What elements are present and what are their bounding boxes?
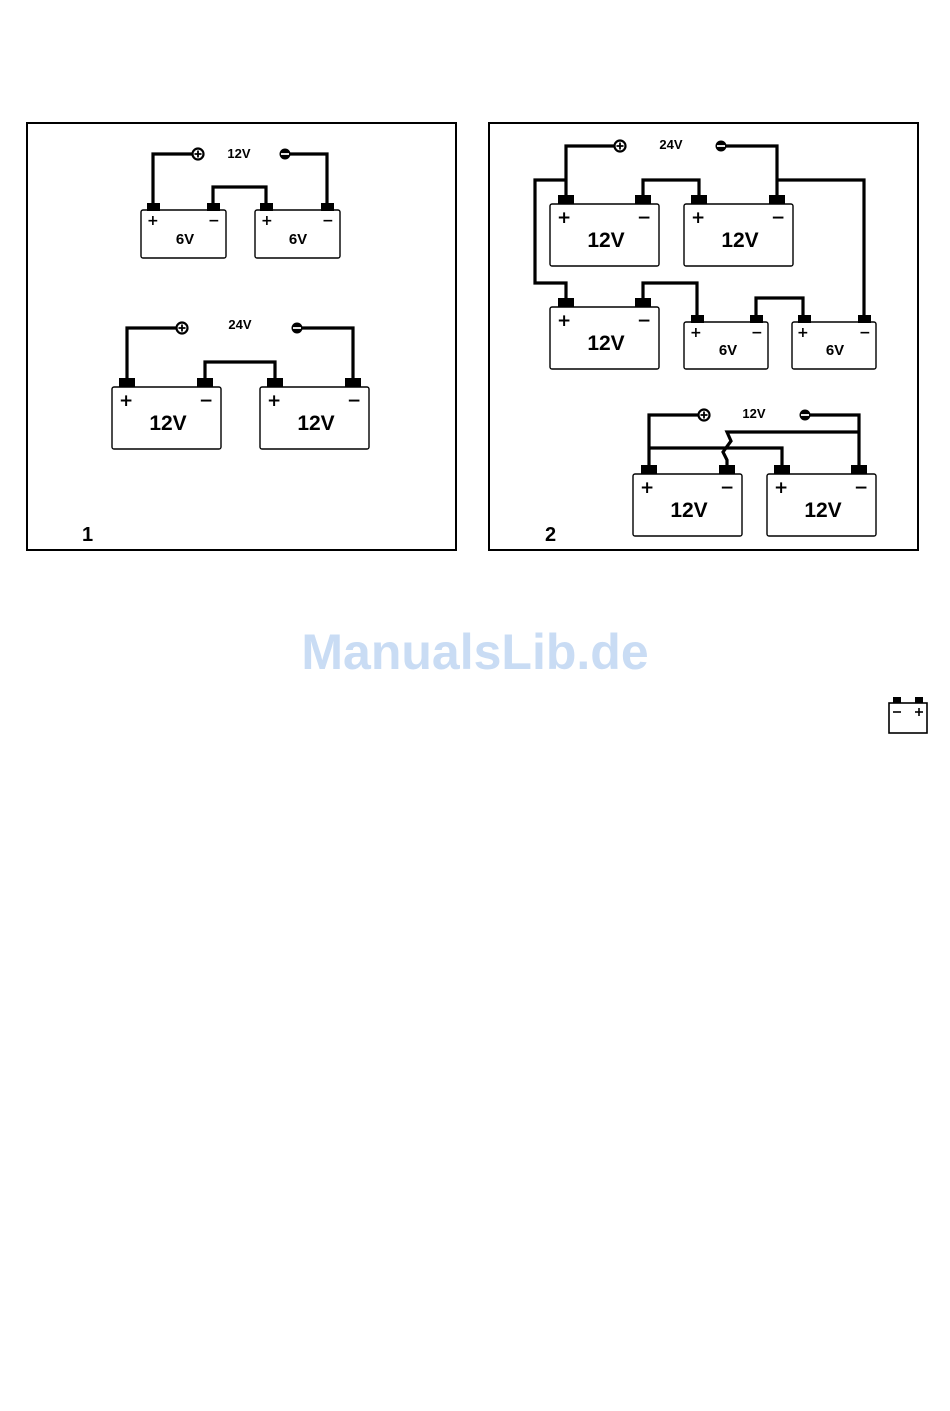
series-jumper: [756, 298, 803, 318]
positive-terminal: [641, 465, 657, 474]
battery: + − 12V: [684, 195, 793, 266]
circuit-24v-from-12v: 24V + − 12V + − 12V: [112, 317, 369, 449]
circuit-output-voltage: 24V: [659, 137, 682, 152]
battery: + − 6V: [684, 315, 768, 369]
positive-sign: +: [147, 213, 159, 229]
negative-sign: −: [771, 208, 785, 228]
negative-lead: [808, 415, 859, 468]
circuit-24v-series-parallel: 24V + − 12V: [535, 137, 876, 369]
positive-sign: +: [691, 208, 705, 228]
negative-terminal: [769, 195, 785, 204]
battery: + − 12V: [767, 465, 876, 536]
battery-voltage: 12V: [721, 229, 758, 252]
negative-terminal: [851, 465, 867, 474]
battery: + − 6V: [792, 315, 876, 369]
negative-sign: −: [720, 478, 734, 498]
battery: + − 6V: [141, 203, 226, 258]
battery-icon: [889, 697, 927, 733]
circuit-output-voltage: 24V: [228, 317, 251, 332]
figure-2-number: 2: [545, 524, 556, 546]
positive-terminal: [798, 315, 811, 323]
battery-voltage: 6V: [289, 231, 307, 248]
circuit-output-voltage: 12V: [227, 146, 250, 161]
positive-sign: +: [690, 325, 702, 341]
negative-terminal: [750, 315, 763, 323]
negative-lead: [300, 328, 353, 381]
circuit-12v-parallel: 12V + − 12V +: [633, 406, 876, 536]
positive-lead: [566, 146, 617, 200]
positive-sign: +: [797, 325, 809, 341]
battery: + − 12V: [112, 378, 221, 449]
battery: + − 12V: [633, 465, 742, 536]
figure-1: 1 12V + − 6V + −: [27, 123, 456, 550]
battery-voltage: 12V: [587, 229, 624, 252]
positive-terminal: [774, 465, 790, 474]
circuit-12v-from-6v: 12V + − 6V + − 6V: [141, 146, 340, 258]
figure-1-number: 1: [82, 524, 93, 546]
battery-voltage: 12V: [670, 499, 707, 522]
positive-terminal: [691, 315, 704, 323]
battery: + − 6V: [255, 203, 340, 258]
negative-terminal: [635, 195, 651, 204]
negative-terminal: [197, 378, 213, 387]
negative-sign: −: [208, 213, 220, 229]
series-jumper: [213, 187, 266, 205]
series-jumper: [205, 362, 275, 381]
negative-sign: −: [859, 325, 871, 341]
battery: + − 12V: [260, 378, 369, 449]
battery-voltage: 12V: [804, 499, 841, 522]
positive-lead: [127, 328, 179, 381]
negative-sign: −: [751, 325, 763, 341]
negative-lead: [288, 154, 327, 205]
battery-voltage: 12V: [149, 412, 186, 435]
negative-terminal: [345, 378, 361, 387]
positive-terminal: [558, 298, 574, 307]
negative-sign: −: [637, 208, 651, 228]
battery-voltage: 12V: [297, 412, 334, 435]
battery-voltage: 6V: [719, 342, 737, 359]
watermark: ManualsLib.de: [301, 624, 648, 680]
positive-terminal: [260, 203, 273, 211]
positive-terminal: [119, 378, 135, 387]
negative-terminal: [635, 298, 651, 307]
negative-sign: −: [322, 213, 334, 229]
positive-sign: +: [119, 391, 133, 411]
positive-terminal: [691, 195, 707, 204]
figure-2: 2 24V + − 12V: [489, 123, 918, 550]
battery: + − 12V: [550, 298, 659, 369]
circuit-output-voltage: 12V: [742, 406, 765, 421]
positive-sign: +: [640, 478, 654, 498]
parallel-bus-positive: [649, 448, 782, 468]
positive-sign: +: [261, 213, 273, 229]
battery-voltage: 6V: [826, 342, 844, 359]
negative-sign: −: [854, 478, 868, 498]
negative-terminal: [719, 465, 735, 474]
battery: + − 12V: [550, 195, 659, 266]
positive-terminal: [267, 378, 283, 387]
positive-lead: [153, 154, 196, 205]
battery-voltage: 6V: [176, 231, 194, 248]
negative-lead: [724, 146, 777, 200]
positive-sign: +: [774, 478, 788, 498]
battery-voltage: 12V: [587, 332, 624, 355]
negative-terminal: [858, 315, 871, 323]
series-jumper: [643, 180, 699, 200]
negative-sign: −: [199, 391, 213, 411]
negative-sign: −: [637, 311, 651, 331]
positive-sign: +: [557, 311, 571, 331]
negative-terminal: [321, 203, 334, 211]
positive-terminal: [147, 203, 160, 211]
positive-sign: +: [557, 208, 571, 228]
positive-terminal: [558, 195, 574, 204]
negative-terminal: [207, 203, 220, 211]
positive-lead: [649, 415, 701, 468]
negative-sign: −: [347, 391, 361, 411]
positive-sign: +: [267, 391, 281, 411]
parallel-bus-negative: [723, 432, 859, 468]
